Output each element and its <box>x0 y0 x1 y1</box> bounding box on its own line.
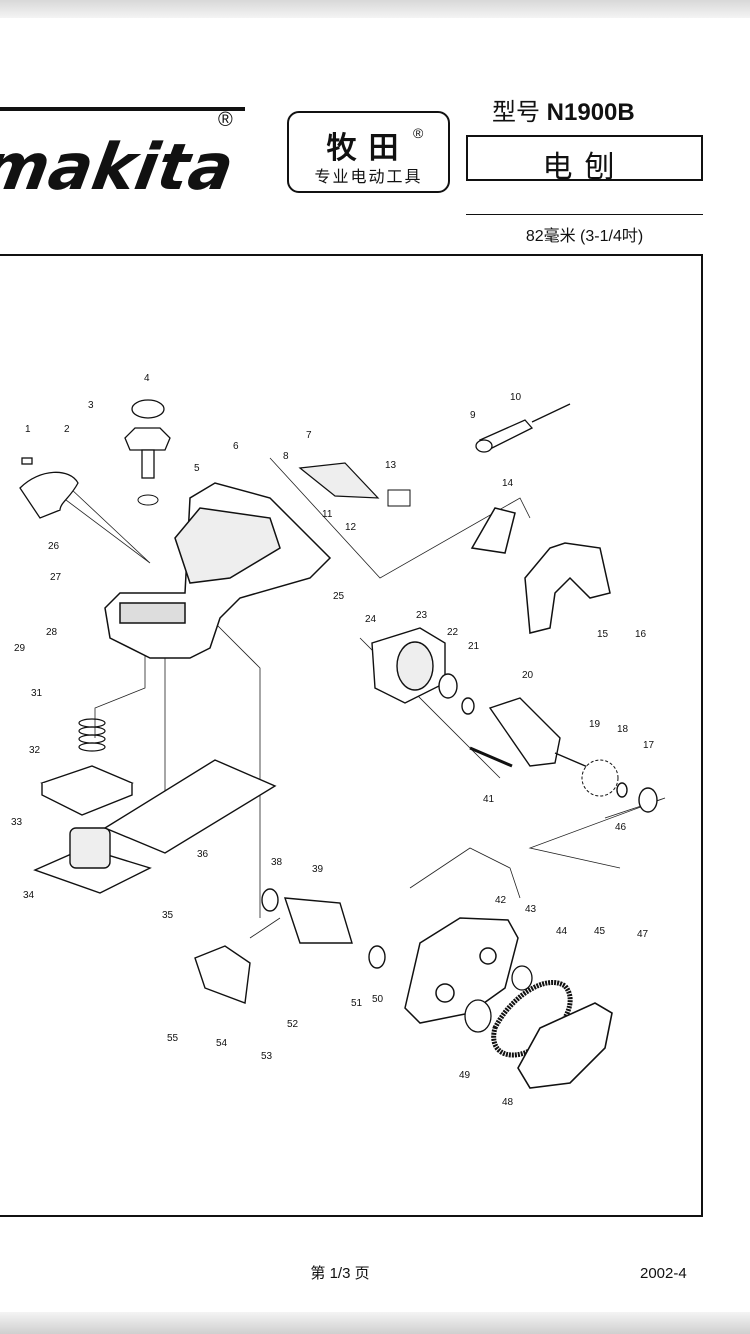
callout-52: 52 <box>287 1019 299 1030</box>
revision-date: 2002-4 <box>640 1265 687 1282</box>
callout-21: 21 <box>468 641 480 652</box>
callout-4: 4 <box>144 373 150 384</box>
callout-44: 44 <box>556 926 568 937</box>
callout-2: 2 <box>64 424 70 435</box>
model-number: N1900B <box>546 99 635 126</box>
brand-badge: 牧田 ® 专业电动工具 <box>287 111 450 193</box>
callout-54: 54 <box>216 1038 228 1049</box>
callout-31: 31 <box>31 688 43 699</box>
makita-logo-graphic: makita <box>0 107 245 205</box>
callout-17: 17 <box>643 740 655 751</box>
callout-50: 50 <box>372 994 384 1005</box>
callout-46: 46 <box>615 822 627 833</box>
part-capacitor <box>387 489 411 507</box>
svg-text:makita: makita <box>0 130 239 203</box>
brand-tagline: 专业电动工具 <box>314 169 423 186</box>
part-spring <box>78 718 106 752</box>
exploded-parts-diagram: 1 2 3 4 5 6 7 8 9 10 11 12 13 14 15 16 1… <box>11 373 666 1108</box>
part-rear-handle <box>470 507 611 634</box>
callout-26: 26 <box>48 541 60 552</box>
callout-13: 13 <box>385 460 397 471</box>
part-drive-belt <box>491 979 573 1058</box>
makita-logo: makita ® <box>0 103 250 205</box>
part-chip-deflector <box>19 457 79 519</box>
size-spec: 82毫米 (3-1/4吋) <box>525 228 644 245</box>
logo-registered-mark: ® <box>218 109 233 131</box>
callout-8: 8 <box>283 451 289 462</box>
callout-20: 20 <box>522 670 534 681</box>
part-rod <box>475 403 571 453</box>
callout-34: 34 <box>23 890 35 901</box>
callout-5: 5 <box>194 463 200 474</box>
callout-23: 23 <box>416 610 428 621</box>
parts-sheet-page: makita ® 牧田 ® 专业电动工具 型号 N1900B 电刨 82毫米 (… <box>0 18 750 1312</box>
callout-1: 1 <box>25 424 31 435</box>
callout-14: 14 <box>502 478 514 489</box>
part-belt-side-plate <box>404 917 519 1024</box>
callout-6: 6 <box>233 441 239 452</box>
callout-3: 3 <box>88 400 94 411</box>
part-field-coil <box>371 627 446 704</box>
callout-19: 19 <box>589 719 601 730</box>
callout-18: 18 <box>617 724 629 735</box>
part-housing <box>104 482 332 659</box>
callout-28: 28 <box>46 627 58 638</box>
callout-36: 36 <box>197 849 209 860</box>
callout-45: 45 <box>594 926 606 937</box>
header-rule <box>466 214 703 215</box>
callout-42: 42 <box>495 895 507 906</box>
part-belt-cover <box>517 1002 613 1089</box>
callout-48: 48 <box>502 1097 514 1108</box>
callout-41: 41 <box>483 794 495 805</box>
callout-22: 22 <box>447 627 459 638</box>
model-prefix: 型号 <box>492 99 540 126</box>
model-line: 型号 N1900B <box>492 92 635 127</box>
product-name: 电刨 <box>542 150 627 185</box>
part-pulleys <box>464 965 533 1033</box>
part-cutter-drum <box>261 888 386 969</box>
callout-35: 35 <box>162 910 174 921</box>
part-bearings <box>438 673 658 813</box>
callout-32: 32 <box>29 745 41 756</box>
callout-24: 24 <box>365 614 377 625</box>
callout-29: 29 <box>14 643 26 654</box>
brand-cn-name: 牧田 <box>326 131 411 166</box>
callout-33: 33 <box>11 817 23 828</box>
callout-27: 27 <box>50 572 62 583</box>
callout-16: 16 <box>635 629 647 640</box>
callout-11: 11 <box>322 509 333 520</box>
callout-9: 9 <box>470 410 476 421</box>
callout-7: 7 <box>306 430 312 441</box>
part-washer <box>137 494 159 506</box>
part-front-base <box>103 759 277 854</box>
bottom-shadow-bar <box>0 1312 750 1334</box>
part-long-screw <box>469 746 513 768</box>
callout-43: 43 <box>525 904 537 915</box>
callout-10: 10 <box>510 392 522 403</box>
callout-55: 55 <box>167 1033 179 1044</box>
page-indicator: 第 1/3 页 <box>310 1265 370 1282</box>
part-depth-knob <box>124 399 171 479</box>
brand-registered-mark: ® <box>413 125 424 141</box>
callout-15: 15 <box>597 629 609 640</box>
callout-25: 25 <box>333 591 345 602</box>
callout-53: 53 <box>261 1051 273 1062</box>
part-fan <box>581 759 619 797</box>
callout-39: 39 <box>312 864 324 875</box>
part-blade-holder <box>194 945 251 1004</box>
callout-47: 47 <box>637 929 649 940</box>
callout-12: 12 <box>345 522 357 533</box>
part-rear-base <box>33 765 152 894</box>
top-shadow-bar <box>0 0 750 18</box>
callout-51: 51 <box>351 998 363 1009</box>
part-blade-plate <box>298 462 380 499</box>
callout-49: 49 <box>459 1070 471 1081</box>
part-armature <box>488 697 591 769</box>
diagram-frame <box>0 254 703 1217</box>
callout-38: 38 <box>271 857 283 868</box>
callout-labels: 1 2 3 4 5 6 7 8 9 10 11 12 13 14 15 16 1… <box>11 373 655 1108</box>
product-name-box: 电刨 <box>466 135 703 185</box>
